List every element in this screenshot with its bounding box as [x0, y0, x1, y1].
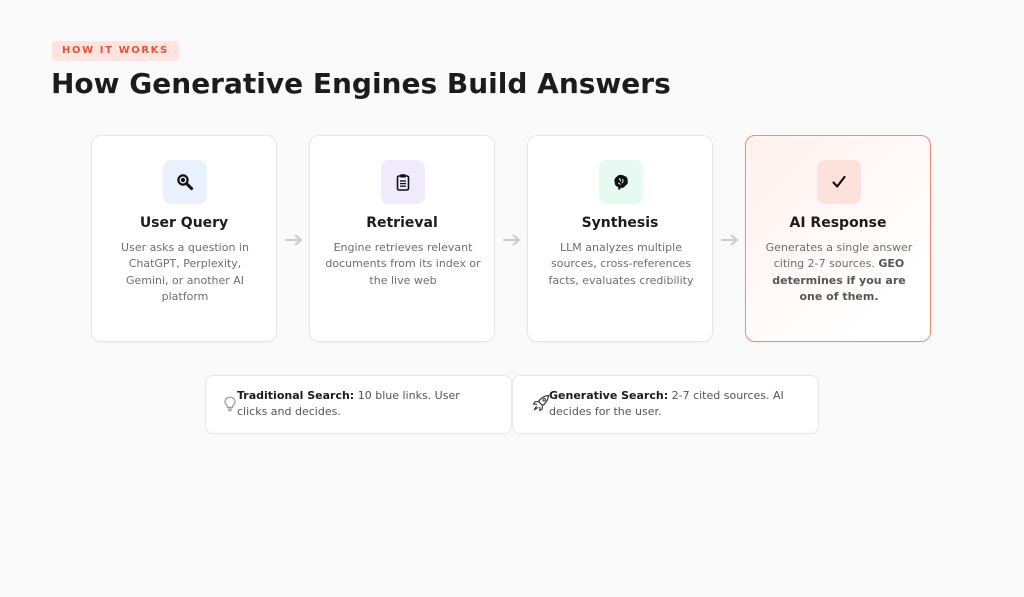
clipboard-icon	[381, 160, 425, 204]
step-description-text: Generates a single answer citing 2-7 sou…	[765, 241, 913, 271]
comparison-generative-search: Generative Search: 2-7 cited sources. AI…	[512, 375, 819, 434]
page-title: How Generative Engines Build Answers	[51, 67, 671, 100]
step-description: Generates a single answer citing 2-7 sou…	[760, 240, 918, 305]
comparison-traditional-search: Traditional Search: 10 blue links. User …	[205, 375, 512, 434]
comparison-body: 10 blue links. User clicks and decides.	[237, 389, 460, 418]
process-steps: User Query User asks a question in ChatG…	[91, 135, 933, 344]
step-description: LLM analyzes multiple sources, cross-ref…	[548, 241, 694, 287]
step-card-ai-response: AI Response Generates a single answer ci…	[745, 135, 931, 342]
comparison-body: 2-7 cited sources. AI decides for the us…	[549, 389, 784, 418]
lightbulb-icon	[223, 396, 241, 414]
rocket-icon	[532, 394, 550, 412]
arrow-right-icon	[283, 229, 305, 251]
comparison-heading: Generative Search:	[549, 389, 669, 402]
step-card-synthesis: Synthesis LLM analyzes multiple sources,…	[527, 135, 713, 342]
step-card-retrieval: Retrieval Engine retrieves relevant docu…	[309, 135, 495, 342]
checkmark-icon	[817, 160, 861, 204]
step-title: AI Response	[789, 215, 887, 231]
step-title: Retrieval	[366, 215, 438, 231]
comparison-text: Generative Search: 2-7 cited sources. AI…	[549, 388, 804, 419]
brain-icon	[599, 160, 643, 204]
step-description: User asks a question in ChatGPT, Perplex…	[121, 241, 249, 303]
arrow-right-icon	[719, 229, 741, 251]
step-description-emphasis: GEO determines if you are one of them.	[772, 257, 906, 303]
section-eyebrow-badge: HOW IT WORKS	[52, 41, 179, 61]
arrow-right-icon	[501, 229, 523, 251]
step-description: Engine retrieves relevant documents from…	[325, 241, 481, 287]
step-title: User Query	[139, 215, 229, 231]
magnifier-icon	[163, 160, 207, 204]
step-card-user-query: User Query User asks a question in ChatG…	[91, 135, 277, 342]
step-title: Synthesis	[581, 215, 659, 231]
comparison-heading: Traditional Search:	[237, 389, 355, 402]
comparison-text: Traditional Search: 10 blue links. User …	[237, 388, 487, 419]
